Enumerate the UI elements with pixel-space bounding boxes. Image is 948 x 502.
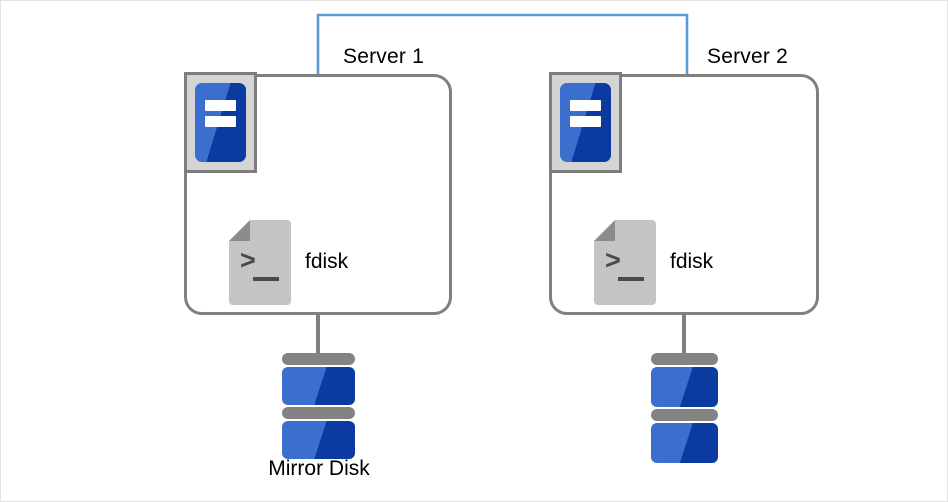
prompt-chevron-icon: > <box>605 245 621 275</box>
disk-plate-top <box>282 353 355 365</box>
disk-body-lower <box>651 423 718 463</box>
server-slot-bar-top <box>569 99 602 111</box>
prompt-cursor-underscore-icon <box>618 277 644 281</box>
server-2-label: Server 2 <box>707 45 788 68</box>
disk-body-upper <box>651 367 718 407</box>
fdisk-label-server-1: fdisk <box>305 250 349 273</box>
terminal-document-icon: > <box>229 220 291 305</box>
fdisk-group-server-2[interactable]: > fdisk <box>594 220 713 305</box>
server-1-disk-connector <box>316 314 320 356</box>
page-fold-corner-icon <box>594 220 615 241</box>
server-chassis <box>560 83 611 162</box>
disk-body-lower <box>282 421 355 459</box>
disk-plate-top <box>651 353 718 365</box>
server-slot-bar-bottom <box>569 116 602 128</box>
terminal-document-icon: > <box>594 220 656 305</box>
server-slot-bar-bottom <box>204 116 237 128</box>
server-machine-icon <box>184 72 257 173</box>
mirror-disk-2-icon[interactable] <box>651 353 718 465</box>
server-machine-icon <box>549 72 622 173</box>
fdisk-group-server-1[interactable]: > fdisk <box>229 220 348 305</box>
disk-plate-middle <box>651 409 718 421</box>
mirror-disk-1-icon[interactable] <box>282 353 355 461</box>
server-1-label: Server 1 <box>343 45 424 68</box>
fdisk-label-server-2: fdisk <box>670 250 714 273</box>
prompt-cursor-underscore-icon <box>253 277 279 281</box>
server-chassis <box>195 83 246 162</box>
mirror-disk-label: Mirror Disk <box>268 457 370 480</box>
server-slot-bar-top <box>204 99 237 111</box>
disk-body-upper <box>282 367 355 405</box>
prompt-chevron-icon: > <box>240 245 256 275</box>
page-fold-corner-icon <box>229 220 250 241</box>
server-2-disk-connector <box>682 314 686 356</box>
disk-plate-middle <box>282 407 355 419</box>
